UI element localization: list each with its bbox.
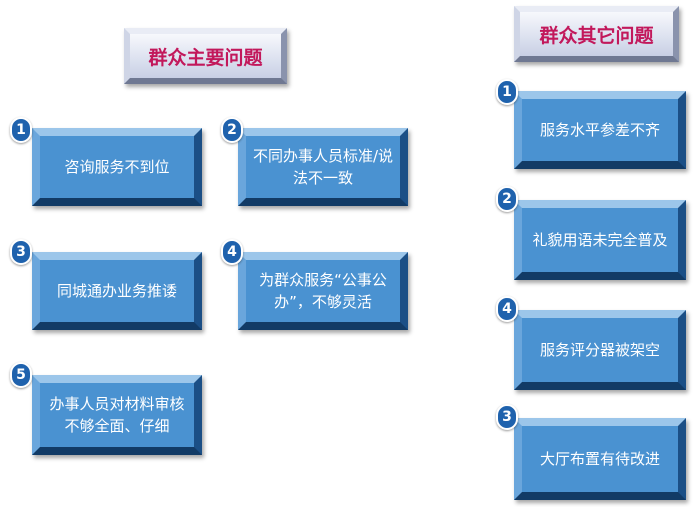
main-problem-box-4: 为群众服务“公事公办”，不够灵活 [238,252,408,330]
other-problem-number-badge: 1 [496,79,518,105]
other-problem-text: 服务水平参差不齐 [539,121,660,139]
other-problem-box-2: 礼貌用语未完全普及 [514,200,686,280]
main-problem-text: 同城通办业务推诿 [56,282,177,300]
main-problem-text: 办事人员对材料审核不够全面、仔细 [49,395,185,435]
other-problem-number-badge: 4 [496,296,518,322]
other-problem-text: 礼貌用语未完全普及 [532,231,668,249]
main-problem-text: 为群众服务“公事公办”，不够灵活 [259,271,387,311]
other-problems-title: 群众其它问题 [514,6,679,62]
main-problem-number-badge: 4 [221,239,243,265]
other-problem-box-3: 服务评分器被架空 [514,310,686,390]
other-problem-text: 大厅布置有待改进 [539,450,660,468]
main-problem-box-3: 同城通办业务推诿 [32,252,202,330]
main-problem-number-badge: 1 [10,117,32,143]
main-problem-text: 不同办事人员标准/说法不一致 [252,147,394,187]
main-problem-text: 咨询服务不到位 [64,158,170,176]
main-problem-number-badge: 5 [10,362,32,388]
main-problem-number-badge: 2 [221,117,243,143]
main-problem-number-badge: 3 [10,239,32,265]
other-problem-box-4: 大厅布置有待改进 [514,418,686,500]
main-problem-box-2: 不同办事人员标准/说法不一致 [238,128,408,206]
main-problems-title: 群众主要问题 [124,28,287,84]
other-problem-number-badge: 3 [496,404,518,430]
main-problem-box-5: 办事人员对材料审核不够全面、仔细 [32,375,202,455]
other-problem-number-badge: 2 [496,186,518,212]
other-problem-box-1: 服务水平参差不齐 [514,91,686,169]
other-problem-text: 服务评分器被架空 [539,341,660,359]
main-problem-box-1: 咨询服务不到位 [32,128,202,206]
